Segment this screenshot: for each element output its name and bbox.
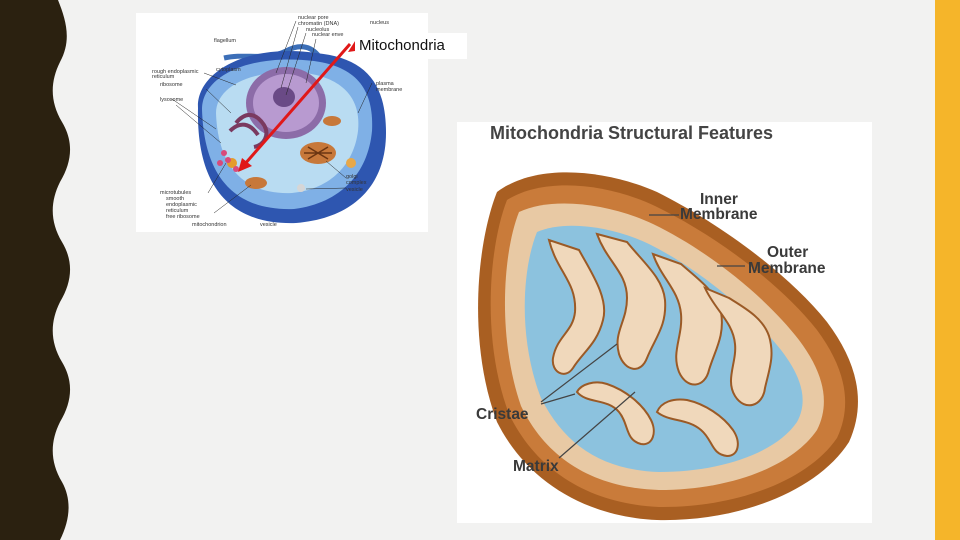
label-ribosome: ribosome — [160, 82, 183, 88]
label-vesicle-bottom: vesicle — [260, 222, 277, 228]
label-mitochondrion: mitochondrion — [192, 222, 227, 228]
label-plasma-membrane-2: membrane — [376, 87, 403, 93]
label-rough-er: rough endoplasmic — [152, 69, 199, 75]
label-lysosome: lysosome — [160, 97, 184, 103]
label-outer: Outer — [767, 244, 809, 261]
label-matrix: Matrix — [513, 458, 559, 475]
animal-cell-diagram: nuclear pore chromatin (DNA) nucleolus n… — [136, 13, 428, 232]
label-outer-membrane: Membrane — [748, 260, 826, 277]
label-golgi: golgi — [346, 174, 358, 180]
right-accent-bar — [935, 0, 960, 540]
label-golgi-2: complex — [346, 180, 367, 186]
label-nucleolus: nucleolus — [306, 27, 330, 33]
mitochondrion-illustration — [478, 172, 858, 521]
label-cristae: Cristae — [476, 406, 529, 423]
label-rough-er-2: reticulum — [152, 74, 175, 80]
label-nuclear-envelope: nuclear enve — [312, 32, 344, 38]
mitochondria-structure-diagram: Mitochondria Structural Features Inner M… — [457, 122, 872, 523]
label-smooth-er-3: reticulum — [166, 208, 189, 214]
label-inner-membrane: Membrane — [680, 206, 758, 223]
cell-illustration — [171, 20, 386, 224]
label-nuclear-pore: nuclear pore — [298, 15, 329, 21]
label-smooth-er-2: endoplasmic — [166, 202, 197, 208]
mitochondria-callout-label: Mitochondria — [355, 33, 467, 59]
label-free-ribosome: free ribosome — [166, 214, 200, 220]
mito-diagram-title: Mitochondria Structural Features — [490, 123, 774, 143]
label-microtubules: microtubules — [160, 190, 192, 196]
label-flagellum: flagellum — [214, 38, 237, 44]
left-edge-decoration — [0, 0, 71, 540]
label-vesicle-right: vesicle — [346, 187, 363, 193]
label-smooth-er: smooth — [166, 196, 185, 202]
label-inner: Inner — [700, 191, 738, 208]
label-plasma-membrane: plasma — [376, 81, 394, 87]
label-nucleus: nucleus — [370, 20, 389, 26]
label-cytoplasm: cytoplasm — [216, 67, 241, 73]
label-chromatin: chromatin (DNA) — [298, 21, 339, 27]
